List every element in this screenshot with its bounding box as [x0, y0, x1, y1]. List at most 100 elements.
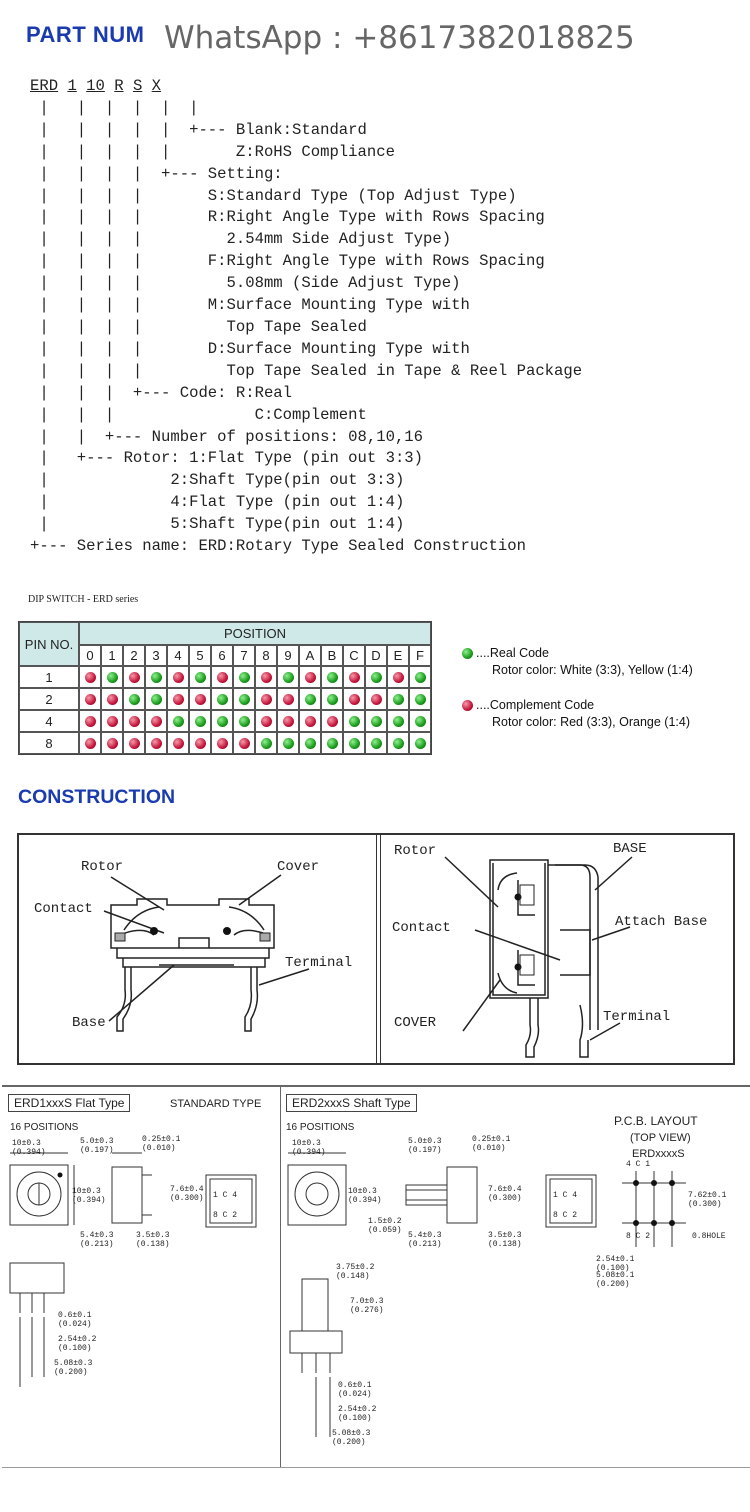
green-dot-icon — [370, 716, 382, 728]
pcb-part: ERDxxxxS — [632, 1148, 685, 1160]
code-cell — [211, 666, 233, 688]
dimension-value: 10±0.3 — [348, 1187, 377, 1196]
green-dot-icon — [326, 738, 338, 750]
code-cell — [365, 666, 387, 688]
green-dot-icon — [326, 672, 338, 684]
dimension-inch: (0.200) — [596, 1280, 630, 1289]
code-cell — [167, 666, 189, 688]
red-dot-icon — [260, 716, 272, 728]
dimension-inch: (0.394) — [292, 1148, 326, 1157]
code-cell — [211, 732, 233, 754]
green-dot-icon — [194, 716, 206, 728]
pin-number: 8 — [19, 732, 79, 754]
position-column-header: 7 — [233, 645, 255, 666]
dimension-inch: (0.059) — [368, 1226, 402, 1235]
code-cell — [233, 710, 255, 732]
label-cover-right: COVER — [394, 1015, 437, 1031]
flat-type-cross-section — [103, 874, 310, 1032]
code-line: | | | +--- Code: R:Real — [30, 383, 293, 402]
position-column-header: 3 — [145, 645, 167, 666]
pcb-layout-title: P.C.B. LAYOUT — [614, 1114, 698, 1128]
code-line: | | | C:Complement — [30, 405, 367, 424]
code-line: | | | | | | — [30, 98, 199, 117]
red-dot-icon — [282, 716, 294, 728]
code-line: | | | | M:Surface Mounting Type with — [30, 296, 470, 315]
code-part-positions: 10 — [86, 77, 105, 95]
flat-type-title: ERD1xxxS Flat Type — [8, 1094, 131, 1112]
dimension-value: 5.08±0.3 — [332, 1429, 371, 1438]
red-dot-icon — [304, 716, 316, 728]
green-dot-icon — [304, 738, 316, 750]
dimension-inch: (0.100) — [338, 1414, 372, 1423]
code-line: | | | | Top Tape Sealed in Tape & Reel P… — [30, 361, 583, 380]
code-cell — [145, 666, 167, 688]
position-column-header: 1 — [101, 645, 123, 666]
label-attach-base-right: Attach Base — [615, 914, 708, 930]
construction-diagram: Rotor Cover Contact Terminal Base — [17, 833, 735, 1065]
dimension-label: 3.5±0.3(0.138) — [488, 1231, 522, 1249]
red-dot-icon — [172, 672, 184, 684]
code-cell — [409, 666, 431, 688]
label-cover-left: Cover — [277, 859, 320, 875]
dimension-label: 5.4±0.3(0.213) — [408, 1231, 442, 1249]
green-dot-icon — [172, 716, 184, 728]
code-cell — [145, 732, 167, 754]
legend-comp-title: ....Complement Code — [476, 698, 595, 712]
code-cell — [299, 688, 321, 710]
shaft-face-top: 1 C 4 — [553, 1191, 578, 1200]
code-line: | | | | R:Right Angle Type with Rows Spa… — [30, 208, 545, 227]
dimension-label: 0.25±0.1(0.010) — [472, 1135, 510, 1153]
red-dot-icon — [282, 694, 294, 706]
green-dot-icon — [414, 672, 426, 684]
dimension-label: 0.25±0.1(0.010) — [142, 1135, 180, 1153]
code-cell — [387, 666, 409, 688]
position-column-header: 5 — [189, 645, 211, 666]
green-dot-icon — [414, 694, 426, 706]
green-dot-icon — [216, 694, 228, 706]
green-dot-icon — [150, 672, 162, 684]
code-cell — [189, 732, 211, 754]
dimension-inch: (0.300) — [488, 1194, 522, 1203]
green-dot-icon — [260, 738, 272, 750]
dimension-inch: (0.394) — [348, 1196, 382, 1205]
code-cell — [167, 688, 189, 710]
dimension-label: 2.54±0.2(0.100) — [338, 1405, 376, 1423]
dimension-label: 1.5±0.2(0.059) — [368, 1217, 402, 1235]
dimension-label: 10±0.3(0.394) — [12, 1139, 46, 1157]
position-column-header: D — [365, 645, 387, 666]
position-column-header: 6 — [211, 645, 233, 666]
green-dot-icon — [150, 694, 162, 706]
code-cell — [79, 688, 101, 710]
green-dot-icon — [462, 648, 473, 659]
position-column-header: 9 — [277, 645, 299, 666]
code-cell — [189, 710, 211, 732]
code-cell — [365, 732, 387, 754]
dimension-inch: (0.213) — [80, 1240, 114, 1249]
code-cell — [277, 710, 299, 732]
code-cell — [123, 688, 145, 710]
code-cell — [101, 666, 123, 688]
legend-comp-desc: Rotor color: Red (3:3), Orange (1:4) — [492, 715, 690, 729]
code-cell — [299, 732, 321, 754]
red-dot-icon — [392, 672, 404, 684]
dimension-inch: (0.300) — [170, 1194, 204, 1203]
position-column-header: E — [387, 645, 409, 666]
code-lines: | | | | | | | | | | | +--- Blank:Standar… — [30, 99, 582, 555]
green-dot-icon — [326, 694, 338, 706]
position-column-header: C — [343, 645, 365, 666]
dimension-value: 5.0±0.3 — [80, 1137, 114, 1146]
code-cell — [101, 732, 123, 754]
red-dot-icon — [194, 738, 206, 750]
code-cell — [167, 710, 189, 732]
pcb-pin-top: 4 C 1 — [626, 1160, 651, 1169]
green-dot-icon — [238, 716, 250, 728]
green-dot-icon — [392, 738, 404, 750]
dimension-label: 0.6±0.1(0.024) — [58, 1311, 92, 1329]
dimension-inch: (0.197) — [408, 1146, 442, 1155]
code-cell — [343, 710, 365, 732]
position-column-header: 0 — [79, 645, 101, 666]
positions-label-left: 16 POSITIONS — [10, 1122, 79, 1133]
red-dot-icon — [238, 738, 250, 750]
whatsapp-watermark: WhatsApp : +8617382018825 — [160, 20, 639, 56]
code-cell — [365, 710, 387, 732]
